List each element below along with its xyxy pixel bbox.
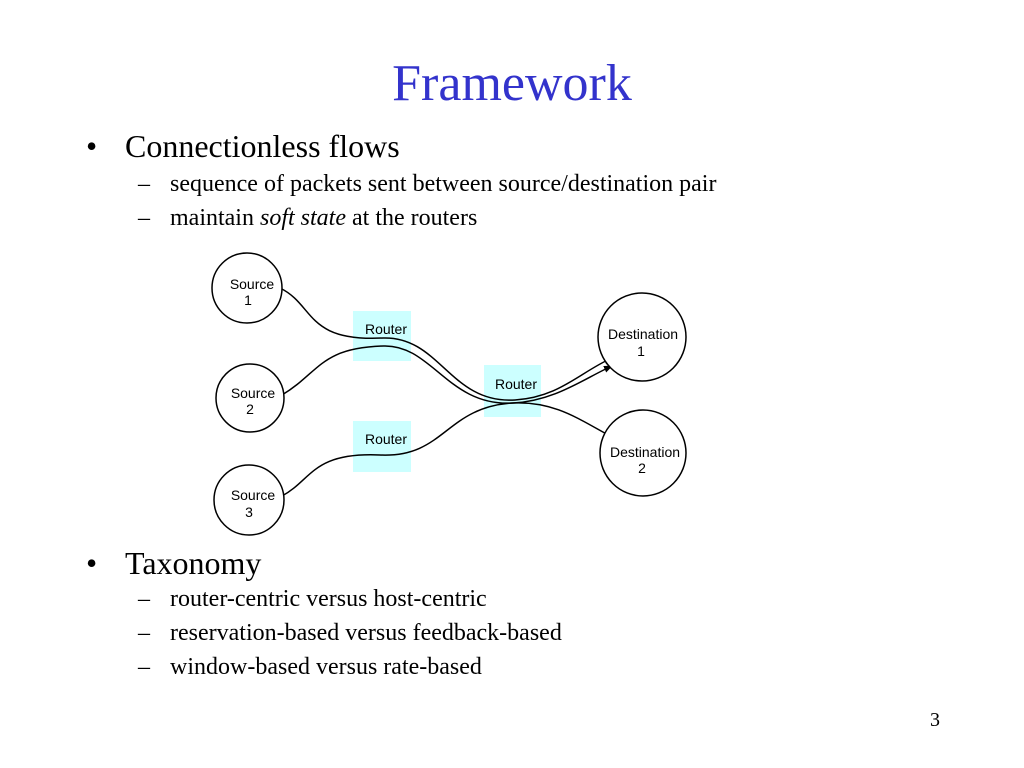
router-label-top: Router bbox=[365, 321, 407, 337]
sub-bullet-item-router-centric: – router-centric versus host-centric bbox=[86, 585, 562, 613]
destination-node-1-number: 1 bbox=[637, 343, 645, 359]
sub-bullet-text: router-centric versus host-centric bbox=[170, 586, 487, 612]
source-node-1: Source 1 bbox=[211, 252, 283, 324]
sub-bullet-text: sequence of packets sent between source/… bbox=[170, 171, 717, 197]
bullet-text: Taxonomy bbox=[125, 545, 262, 581]
sub-bullet-item-window-based: – window-based versus rate-based bbox=[86, 653, 562, 681]
sub-bullet-text: reservation-based versus feedback-based bbox=[170, 620, 562, 646]
router-box-bottom bbox=[353, 421, 411, 472]
dash-mark: – bbox=[138, 205, 150, 231]
source-node-3: Source 3 bbox=[213, 464, 285, 536]
source-node-2-label: Source bbox=[231, 385, 276, 401]
bullet-text: Connectionless flows bbox=[125, 128, 400, 164]
router-box-top bbox=[353, 311, 411, 361]
source-node-3-number: 3 bbox=[245, 504, 253, 520]
source-node-1-label: Source bbox=[230, 276, 275, 292]
router-box-middle bbox=[484, 365, 541, 417]
router-label-middle: Router bbox=[495, 376, 537, 392]
bullet-section-connectionless-flows: • Connectionless flows – sequence of pac… bbox=[86, 128, 716, 232]
source-node-2-number: 2 bbox=[246, 401, 254, 417]
bullet-mark: • bbox=[86, 128, 98, 164]
sub-bullet-text-prefix: maintain bbox=[170, 205, 260, 231]
flow-path-source1-destination1 bbox=[279, 287, 613, 401]
destination-node-1: Destination 1 bbox=[597, 292, 687, 382]
flow-path-source3-destination1 bbox=[281, 365, 613, 497]
dash-mark: – bbox=[138, 171, 150, 197]
bullet-item-taxonomy: • Taxonomy bbox=[86, 545, 562, 581]
dash-mark: – bbox=[138, 586, 150, 612]
sub-bullet-text-suffix: at the routers bbox=[346, 205, 478, 231]
bullet-section-taxonomy: • Taxonomy – router-centric versus host-… bbox=[86, 545, 562, 681]
sub-bullet-item-reservation-based: – reservation-based versus feedback-base… bbox=[86, 619, 562, 647]
sub-bullet-text: window-based versus rate-based bbox=[170, 654, 482, 680]
dash-mark: – bbox=[138, 654, 150, 680]
bullet-item-connectionless-flows: • Connectionless flows bbox=[86, 128, 716, 164]
flow-path-source2-destination2 bbox=[281, 345, 613, 438]
source-node-2: Source 2 bbox=[215, 363, 285, 433]
destination-node-2-label: Destination bbox=[610, 444, 680, 460]
page-number: 3 bbox=[930, 709, 940, 731]
bullet-mark: • bbox=[86, 545, 98, 581]
sub-bullet-item-soft-state: – maintain soft state at the routers bbox=[86, 204, 716, 232]
destination-node-2: Destination 2 bbox=[599, 409, 687, 497]
sub-bullet-text-emphasis: soft state bbox=[259, 205, 346, 231]
source-node-3-label: Source bbox=[231, 487, 276, 503]
destination-node-2-number: 2 bbox=[638, 460, 646, 476]
source-node-1-number: 1 bbox=[244, 292, 252, 308]
destination-node-1-label: Destination bbox=[608, 326, 678, 342]
slide-title: Framework bbox=[392, 55, 632, 112]
sub-bullet-item-sequence: – sequence of packets sent between sourc… bbox=[86, 170, 716, 198]
dash-mark: – bbox=[138, 620, 150, 646]
router-label-bottom: Router bbox=[365, 431, 407, 447]
